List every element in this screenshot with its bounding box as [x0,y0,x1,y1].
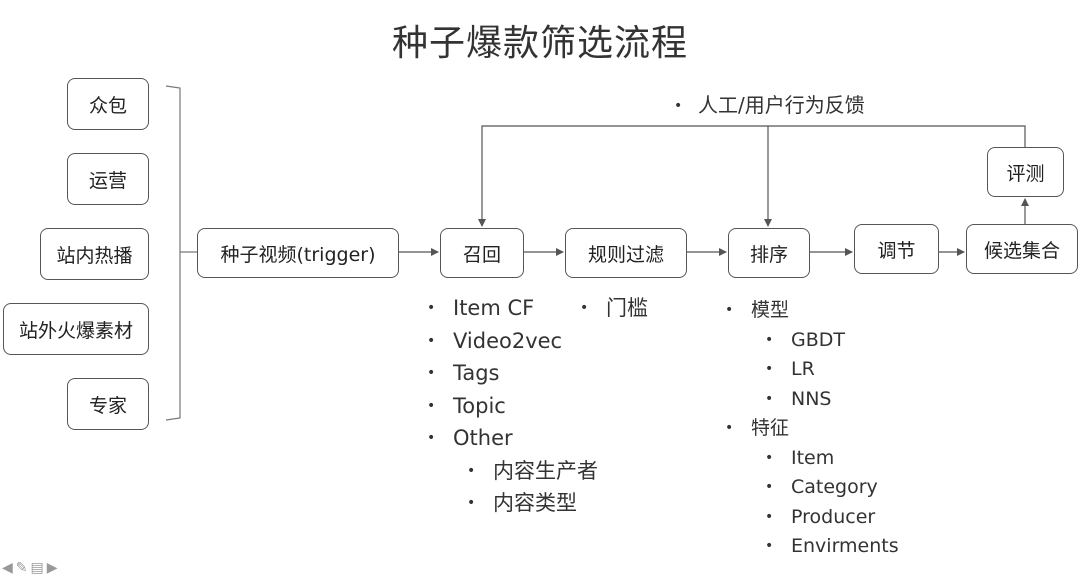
recall-other: Other [427,422,598,455]
candidate-set-box: 候选集合 [966,224,1078,274]
pen-icon[interactable]: ✎ [15,560,28,576]
rule-filter-box: 规则过滤 [565,228,687,278]
rank-model: 模型 [725,296,899,326]
recall-box: 召回 [440,228,524,278]
next-arrow-icon[interactable]: ▶ [46,560,58,576]
source-experts: 专家 [67,378,149,430]
notes-icon[interactable]: ▤ [30,560,44,576]
recall-video2vec: Video2vec [427,325,598,358]
filter-rules-list: 门槛 [580,292,648,325]
recall-methods-list: Item CF Video2vec Tags Topic Other 内容生产者… [427,292,598,520]
rank-feature-producer: Producer [725,503,899,533]
recall-item-cf: Item CF [427,292,598,325]
source-offsite-viral: 站外火爆素材 [3,303,149,355]
rank-feature-envirments: Envirments [725,532,899,562]
feedback-loop-line [478,125,1026,227]
feedback-label: •人工/用户行为反馈 [674,93,865,117]
recall-tags: Tags [427,357,598,390]
rank-feature-item: Item [725,444,899,474]
diagram-title: 种子爆款筛选流程 [391,23,688,64]
slide-toolbar: ◀ ✎ ▤ ▶ [2,560,58,576]
adjust-box: 调节 [854,224,939,274]
source-operations: 运营 [67,153,149,205]
prev-arrow-icon[interactable]: ◀ [2,560,13,576]
rank-feature-category: Category [725,473,899,503]
recall-topic: Topic [427,390,598,423]
source-onsite-hot: 站内热播 [40,228,149,280]
trigger-box: 种子视频(trigger) [197,228,399,278]
ranking-details-list: 模型 GBDT LR NNS 特征 Item Category Producer… [725,296,899,562]
rank-model-lr: LR [725,355,899,385]
evaluation-box: 评测 [987,147,1064,197]
ranking-box: 排序 [728,228,810,278]
source-crowdsourcing: 众包 [67,78,149,130]
rank-model-nns: NNS [725,385,899,415]
recall-other-producer: 内容生产者 [427,455,598,488]
filter-rule-threshold: 门槛 [580,292,648,325]
rank-model-gbdt: GBDT [725,326,899,356]
rank-features: 特征 [725,414,899,444]
source-bracket [165,85,181,421]
recall-other-content-type: 内容类型 [427,487,598,520]
